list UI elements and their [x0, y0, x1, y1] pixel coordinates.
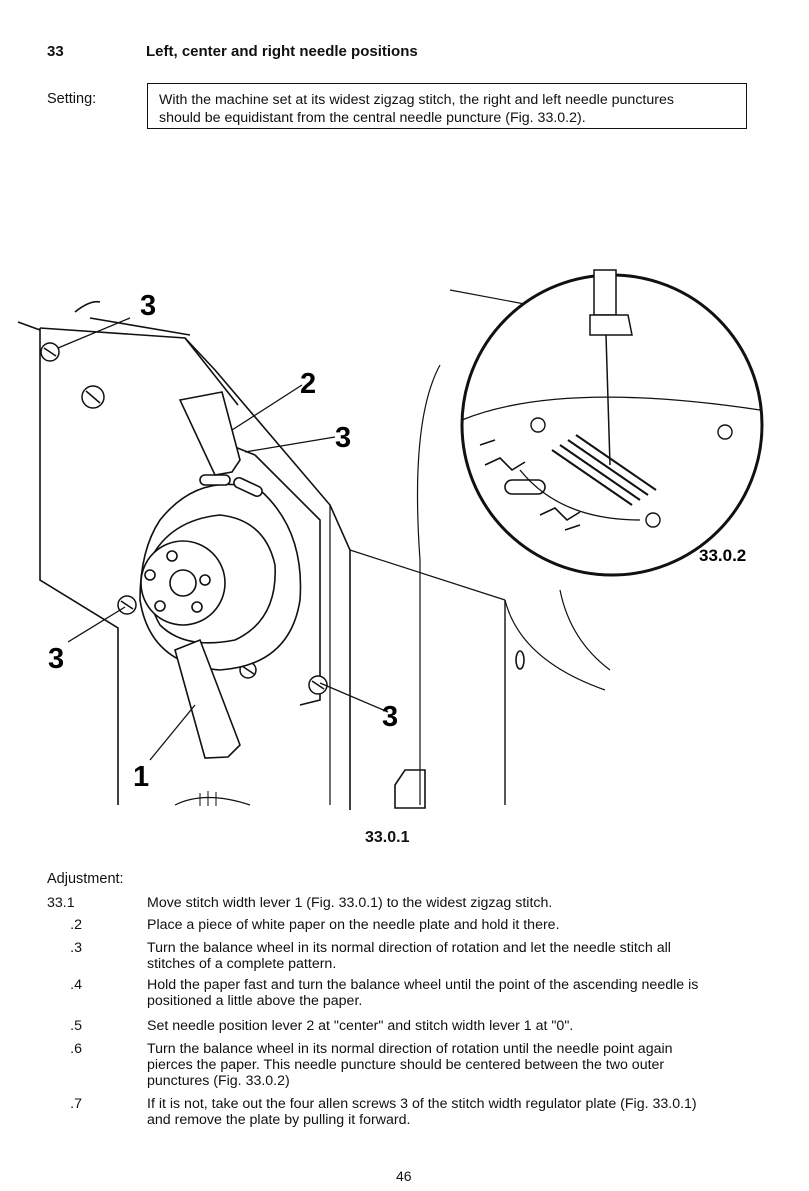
step-number: .5 [70, 1018, 82, 1034]
step-text-line: If it is not, take out the four allen sc… [147, 1096, 697, 1112]
step-number: .6 [70, 1041, 82, 1057]
step-text: If it is not, take out the four allen sc… [147, 1096, 755, 1128]
page-number: 46 [396, 1168, 412, 1184]
setting-box: With the machine set at its widest zigza… [147, 83, 747, 129]
step-text-line: Turn the balance wheel in its normal dir… [147, 1041, 673, 1057]
step-text-line: Place a piece of white paper on the need… [147, 917, 560, 933]
step-number: .3 [70, 940, 82, 956]
setting-text-line-2: should be equidistant from the central n… [159, 110, 586, 126]
step-text: Turn the balance wheel in its normal dir… [147, 940, 755, 972]
step-number: .2 [70, 917, 82, 933]
section-number: 33 [47, 43, 64, 60]
step-number: .4 [70, 977, 82, 993]
setting-label: Setting: [47, 91, 97, 107]
inset-label: 33.0.2 [699, 546, 746, 565]
figure-33-0-1: 3 2 3 3 3 1 33.0.2 [0, 260, 809, 820]
step-text-line: Hold the paper fast and turn the balance… [147, 977, 699, 993]
callout-3-right: 3 [382, 701, 398, 733]
step-text-line: Turn the balance wheel in its normal dir… [147, 940, 671, 956]
section-title: Left, center and right needle positions [146, 43, 418, 60]
step-text: Turn the balance wheel in its normal dir… [147, 1041, 755, 1089]
setting-text-line-1: With the machine set at its widest zigza… [159, 92, 674, 108]
step-text: Hold the paper fast and turn the balance… [147, 977, 755, 1009]
step-text: Set needle position lever 2 at "center" … [147, 1018, 755, 1034]
adjustment-label: Adjustment: [47, 871, 124, 887]
step-text-line: pierces the paper. This needle puncture … [147, 1057, 665, 1073]
step-text-line: Move stitch width lever 1 (Fig. 33.0.1) … [147, 895, 553, 911]
step-number: 33.1 [47, 895, 75, 911]
step-text-line: Set needle position lever 2 at "center" … [147, 1018, 574, 1034]
callout-3-top: 3 [140, 290, 156, 322]
step-text-line: and remove the plate by pulling it forwa… [147, 1112, 411, 1128]
figure-caption: 33.0.1 [365, 829, 410, 846]
step-number: .7 [70, 1096, 82, 1112]
callout-3-mid: 3 [335, 422, 351, 454]
step-text: Place a piece of white paper on the need… [147, 917, 755, 933]
callout-3-left: 3 [48, 643, 64, 675]
callout-2: 2 [300, 368, 316, 400]
callout-1: 1 [133, 761, 149, 793]
machine-illustration: 3 2 3 3 3 1 33.0.2 [17, 269, 764, 810]
step-text-line: stitches of a complete pattern. [147, 956, 337, 972]
step-text: Move stitch width lever 1 (Fig. 33.0.1) … [147, 895, 755, 911]
step-text-line: punctures (Fig. 33.0.2) [147, 1073, 290, 1089]
step-text-line: positioned a little above the paper. [147, 993, 363, 1009]
